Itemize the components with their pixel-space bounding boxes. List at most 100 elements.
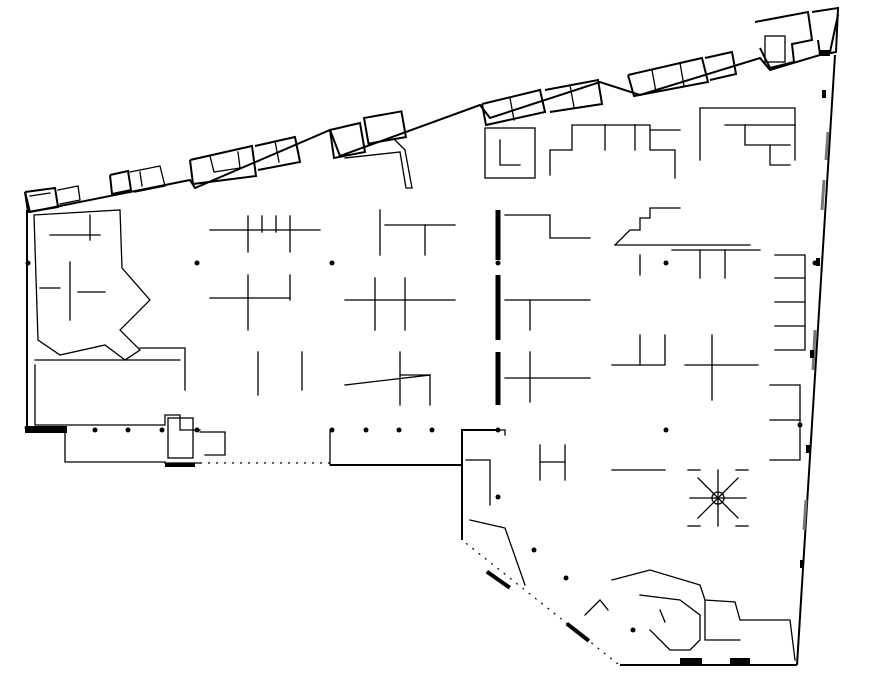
column (495, 260, 501, 266)
column (495, 427, 501, 433)
east-glazing-4 (802, 499, 808, 531)
ne-stair-tower (754, 10, 814, 70)
se-room-inner-b (704, 599, 741, 641)
column (125, 427, 131, 433)
shop-4b (362, 110, 408, 145)
shop-6-wall-a (651, 69, 657, 93)
shop-3-wall (274, 140, 280, 163)
shop-6 (627, 56, 710, 98)
column (194, 427, 200, 433)
shop-4 (329, 121, 367, 160)
column (663, 260, 669, 266)
pier (820, 50, 830, 56)
stair-partition (614, 207, 681, 246)
column (429, 427, 435, 433)
se-door-2 (730, 658, 750, 664)
column (363, 427, 369, 433)
column (563, 575, 569, 581)
east-facade (796, 54, 836, 666)
ne-rooms (699, 107, 796, 161)
column (531, 547, 537, 553)
west-room-outline (33, 209, 151, 361)
service-room (484, 127, 536, 179)
pier (800, 560, 804, 568)
central-partitions (209, 209, 506, 466)
column (25, 260, 31, 266)
shop-1-wall (29, 192, 51, 197)
column (194, 260, 200, 266)
west-lower-shop (34, 364, 201, 431)
outer-envelope (24, 14, 839, 666)
ne-rooms-inner-b (744, 124, 791, 146)
sw-door-1 (485, 570, 511, 590)
shop-3 (189, 144, 258, 186)
seating-arm-diag-b (697, 477, 739, 519)
pier (816, 258, 820, 266)
entrance-notch (461, 429, 500, 540)
se-room-inner-c (659, 609, 666, 623)
ne-rooms-inner-c (769, 144, 791, 166)
se-room-outline (611, 569, 796, 661)
column (329, 260, 335, 266)
south-lobby-wall (465, 459, 491, 506)
column (630, 627, 636, 633)
shop-5 (481, 88, 547, 127)
structural-columns (25, 260, 818, 633)
shop-5b (544, 78, 604, 113)
partition-s2 (464, 429, 506, 436)
central-spine (495, 210, 591, 405)
east-shop-wall-2 (769, 384, 801, 461)
west-kiosk (167, 417, 194, 459)
shop-2-wall (139, 171, 143, 187)
column (495, 494, 501, 500)
north-central-rooms (484, 107, 796, 179)
column (159, 427, 165, 433)
shop-2 (109, 169, 133, 196)
sw-entry-wall (584, 599, 609, 616)
shop-7 (549, 124, 676, 179)
se-room-inner (639, 594, 701, 651)
north-facade (24, 14, 839, 214)
shop-1-stair (57, 185, 81, 205)
east-glazing-2 (820, 179, 826, 211)
west-entrance-mat (165, 463, 195, 467)
spine-branch-5 (504, 214, 591, 239)
shop-6b (704, 50, 738, 81)
service-room-inner (499, 139, 521, 166)
southeast-rooms (465, 459, 796, 664)
ne-core (811, 6, 840, 57)
southwest-curtain (461, 539, 619, 665)
west-room-wall-f (139, 347, 186, 391)
column (663, 427, 669, 433)
column (92, 427, 98, 433)
pier (810, 350, 814, 358)
east-mid-a (611, 334, 666, 366)
west-kiosk-inner (199, 431, 226, 456)
column (797, 422, 803, 428)
se-door-1 (680, 658, 702, 664)
east-side (539, 131, 830, 531)
sw-lobby (469, 519, 526, 586)
sw-door-2 (565, 622, 591, 643)
west-solid-wall (25, 426, 67, 433)
pier (806, 445, 810, 453)
east-glazing-1 (824, 131, 830, 161)
ramp (344, 139, 413, 189)
shop-2b (129, 165, 166, 193)
west-wing (33, 209, 226, 467)
shop-1 (24, 186, 60, 214)
north-shops (24, 6, 840, 214)
column (396, 427, 402, 433)
column (329, 427, 335, 433)
shop-5b-wall (569, 84, 575, 108)
shop-3-inner (209, 151, 241, 173)
east-facade-piers (800, 50, 830, 568)
pier (822, 90, 826, 98)
shop-5-wall (509, 97, 515, 121)
partition-e5 (399, 374, 431, 406)
partition-e3 (344, 374, 431, 386)
ne-stair (764, 35, 786, 63)
seating-cluster (687, 469, 749, 527)
